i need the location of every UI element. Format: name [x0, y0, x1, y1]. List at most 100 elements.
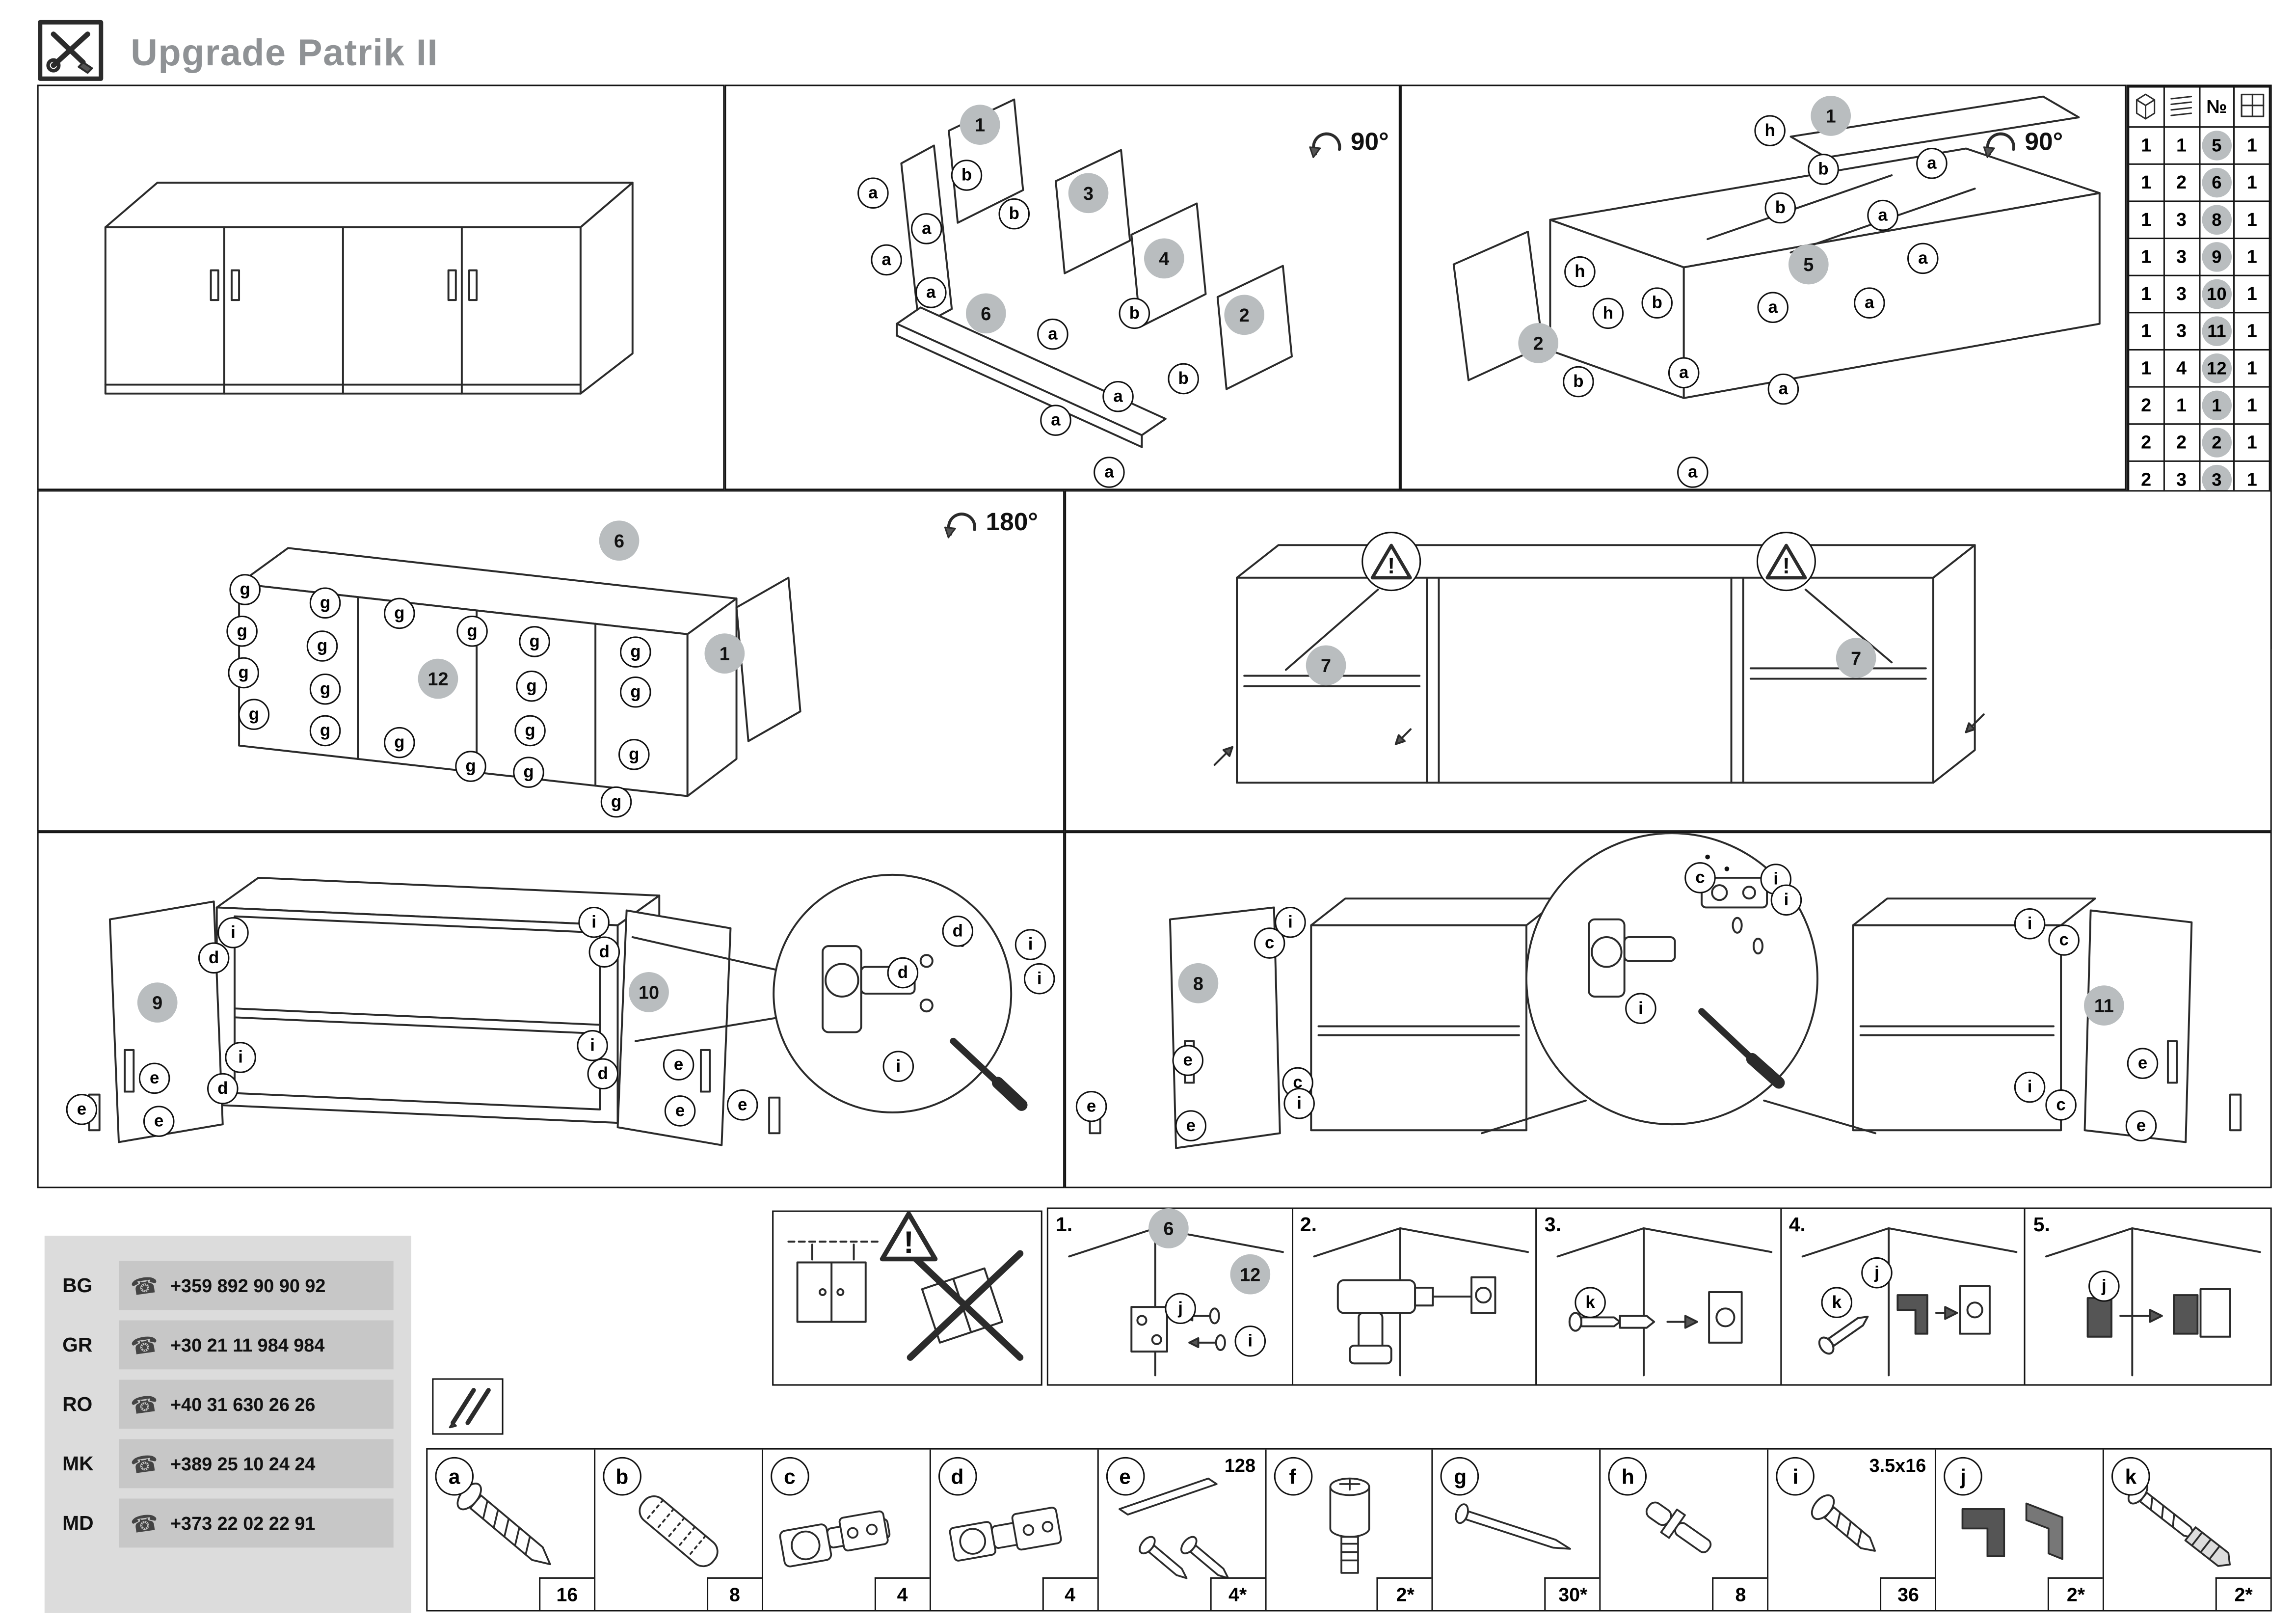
- hardware-marker-j: j: [1861, 1257, 1893, 1289]
- hardware-marker-h: h: [1592, 298, 1624, 329]
- part-number-cell: 10: [2198, 274, 2235, 314]
- part-badge-4: 4: [1144, 238, 1184, 279]
- part-number-cell: 5: [2198, 126, 2235, 165]
- hardware-marker-a: a: [1102, 380, 1134, 412]
- parts-table-cell: 3: [2163, 312, 2200, 351]
- mount-step-5: 5.: [2026, 1209, 2270, 1384]
- shelves-step-panel: [1065, 490, 2272, 832]
- hardware-marker-i: i: [2014, 1071, 2046, 1103]
- header: Upgrade Patrik II: [0, 0, 2296, 84]
- hardware-letter-badge: a: [435, 1457, 474, 1496]
- exploded-step-panel-b: [1400, 84, 2127, 490]
- parts-table-cell: 3: [2163, 238, 2200, 276]
- hardware-marker-i: i: [577, 1030, 608, 1061]
- hardware-marker-a: a: [1767, 373, 1799, 405]
- rotation-text: 90°: [1350, 128, 1389, 156]
- phone-row-MD: MD☎+373 22 02 22 91: [62, 1498, 394, 1548]
- hardware-marker-a: a: [1916, 148, 1948, 179]
- hardware-marker-a: a: [1757, 292, 1789, 324]
- parts-table-cell: 3: [2163, 274, 2200, 314]
- parts-table-cell: 1: [2128, 238, 2165, 276]
- hardware-letter-badge: b: [602, 1457, 641, 1496]
- hardware-marker-g: g: [620, 636, 651, 668]
- doors-step-panel-b: [1065, 832, 2272, 1189]
- hardware-marker-e: e: [664, 1095, 696, 1127]
- phone-number: +30 21 11 984 984: [170, 1334, 325, 1355]
- phone-icon: ☎: [129, 1390, 160, 1420]
- parts-table-cell: 2: [2163, 423, 2200, 462]
- wall-mount-steps: 1.2.3.4.5.: [1046, 1207, 2272, 1386]
- hardware-marker-c: c: [2045, 1089, 2077, 1121]
- parts-table-cell: 1: [2128, 349, 2165, 388]
- hardware-drawing-f: [1329, 1477, 1370, 1574]
- hardware-marker-b: b: [1764, 192, 1796, 224]
- hardware-marker-a: a: [871, 244, 902, 276]
- part-badge-2: 2: [1224, 295, 1265, 335]
- hardware-marker-a: a: [1854, 287, 1885, 319]
- hardware-count: 36: [1880, 1577, 1935, 1610]
- hardware-marker-e: e: [726, 1089, 758, 1121]
- doors-step-panel-a: [37, 832, 1065, 1189]
- parts-table-cell: 1: [2128, 274, 2165, 314]
- rotate-arrow-icon: [944, 513, 977, 539]
- rotation-label-1: 90°: [1982, 123, 2063, 162]
- assembled-cabinet-drawing: [104, 182, 634, 395]
- hardware-marker-h: h: [1754, 115, 1786, 146]
- part-badge-7: 7: [1836, 638, 1876, 678]
- hardware-marker-a: a: [1040, 405, 1071, 436]
- part-number-cell: 11: [2198, 312, 2235, 351]
- hardware-marker-i: i: [217, 917, 249, 948]
- hardware-letter-badge: j: [1944, 1457, 1983, 1496]
- hardware-marker-h: h: [1564, 256, 1596, 288]
- hardware-drawing-c: [779, 1510, 890, 1568]
- hardware-marker-g: g: [600, 786, 632, 818]
- country-code: RO: [62, 1393, 93, 1416]
- rotation-text: 90°: [2025, 128, 2063, 156]
- svg-text:!: !: [1388, 552, 1395, 577]
- part-badge-7: 7: [1306, 645, 1346, 686]
- rotation-label-2: 180°: [943, 504, 1038, 542]
- part-number-cell: 8: [2198, 200, 2235, 240]
- warning-circle-icon: !: [1362, 532, 1421, 592]
- hardware-marker-e: e: [2125, 1110, 2157, 1141]
- step-drawing: [1312, 1227, 1528, 1377]
- hardware-drawing-g: [1455, 1503, 1572, 1550]
- shelves-drawing: [1213, 544, 1985, 784]
- hardware-marker-g: g: [455, 751, 486, 782]
- phone-number: +389 25 10 24 24: [170, 1453, 316, 1474]
- parts-table-cell: 1: [2163, 126, 2200, 165]
- hardware-marker-g: g: [456, 615, 488, 647]
- svg-text:!: !: [904, 1225, 914, 1260]
- country-code: GR: [62, 1333, 93, 1356]
- part-badge-1: 1: [1811, 96, 1851, 136]
- phone-number: +359 892 90 90 92: [170, 1275, 326, 1296]
- phone-icon: ☎: [129, 1272, 160, 1301]
- step-label: 3.: [1544, 1213, 1561, 1236]
- hardware-marker-g: g: [309, 673, 341, 705]
- hardware-marker-a: a: [1907, 243, 1939, 274]
- hardware-letter-badge: f: [1273, 1457, 1312, 1496]
- mount-step-2: 2.: [1293, 1209, 1537, 1384]
- hardware-marker-c: c: [1684, 862, 1716, 893]
- hardware-marker-d: d: [198, 942, 230, 974]
- parts-table-cell: 1: [2233, 238, 2270, 276]
- parts-table-cell: 1: [2233, 312, 2270, 351]
- part-number-header: №: [2198, 86, 2235, 128]
- part-badge-3: 3: [1068, 173, 1109, 214]
- hardware-marker-e: e: [143, 1106, 175, 1137]
- hardware-marker-e: e: [138, 1062, 170, 1094]
- parts-table-cell: 4: [2163, 349, 2200, 388]
- hardware-marker-g: g: [384, 597, 415, 629]
- parts-table-cell: 1: [2233, 423, 2270, 462]
- step-label: 1.: [1055, 1213, 1073, 1236]
- hardware-marker-g: g: [618, 739, 650, 770]
- step-label: 5.: [2033, 1213, 2050, 1236]
- hardware-marker-a: a: [911, 213, 942, 244]
- hardware-marker-g: g: [620, 677, 651, 708]
